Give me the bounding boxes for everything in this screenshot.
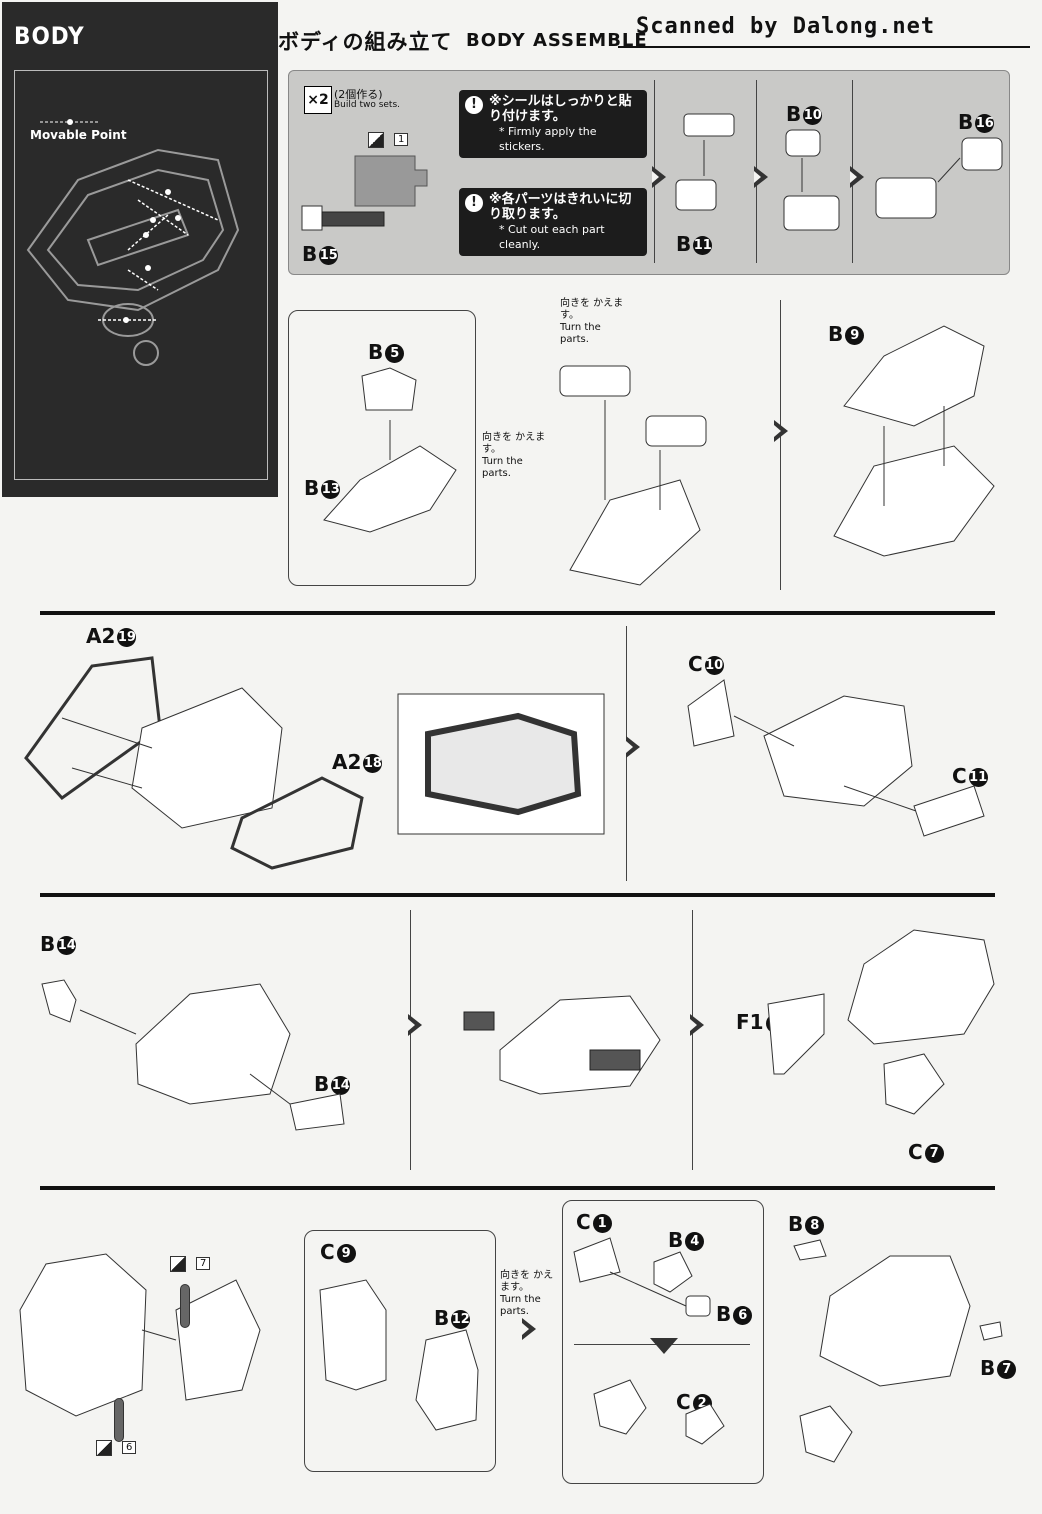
section-title-en: BODY ASSEMBLE xyxy=(466,30,648,51)
step5-parts-box xyxy=(562,1200,764,1484)
next-arrow-icon xyxy=(652,166,666,188)
note-cut-parts: ! ※各パーツはきれいに切り取ります。 * Cut out each part … xyxy=(459,188,647,256)
warning-icon: ! xyxy=(465,194,483,212)
sticker-strip xyxy=(114,1398,124,1442)
part-c2-drawing xyxy=(593,1379,725,1445)
sticker-number: 1 xyxy=(394,133,409,146)
section-rule xyxy=(40,611,995,615)
part-b10-assembly xyxy=(783,129,840,231)
step5-subbox xyxy=(304,1230,496,1472)
step2-assembly-drawing xyxy=(559,365,707,586)
part-b15-drawing xyxy=(301,205,385,231)
turn-note: 向きを かえます。Turn the parts. xyxy=(500,1270,554,1317)
part-b13-drawing xyxy=(323,420,457,533)
next-arrow-icon xyxy=(774,420,788,442)
next-arrow-icon xyxy=(690,1014,704,1036)
movable-point-legend-icon xyxy=(40,119,100,125)
step5-body-assembly xyxy=(19,1253,261,1417)
next-arrow-icon xyxy=(754,166,768,188)
multiplier-en: Build two sets. xyxy=(334,100,401,110)
part-b9-assembly xyxy=(833,325,995,557)
multiplier-badge: ×2 xyxy=(304,86,332,114)
sidebar-title: BODY xyxy=(14,22,85,50)
sticker-shape xyxy=(354,155,428,207)
multiplier-jp: (2個作る) xyxy=(334,88,383,101)
movable-point-diagram xyxy=(14,70,268,480)
step4-side-assembly xyxy=(41,979,345,1131)
part-c9-b12-drawing xyxy=(319,1279,479,1431)
sticker-number-7: 7 xyxy=(196,1257,211,1270)
step5-final-assembly xyxy=(793,1239,1003,1463)
step4-rotated-assembly xyxy=(463,995,661,1095)
next-arrow-icon xyxy=(626,736,640,758)
divider xyxy=(692,910,693,1170)
divider xyxy=(410,910,411,1170)
down-arrow-icon xyxy=(650,1338,678,1354)
body-frame-illustration xyxy=(26,148,240,366)
part-b5-drawing xyxy=(361,367,417,411)
sticker-icon xyxy=(368,132,384,148)
next-arrow-icon xyxy=(522,1318,536,1340)
sticker-icon xyxy=(170,1256,186,1272)
scan-watermark: Scanned by Dalong.net xyxy=(636,14,936,39)
section-rule xyxy=(40,1186,995,1190)
part-c1-b4-b6-drawing xyxy=(573,1237,711,1317)
movable-point-label: Movable Point xyxy=(30,128,127,142)
turn-note: 向きを かえます。Turn the parts. xyxy=(560,298,624,345)
turn-note: 向きを かえます。Turn the parts. xyxy=(482,432,546,479)
next-arrow-icon xyxy=(850,166,864,188)
step3-cover-assembly xyxy=(687,679,985,837)
header-rule xyxy=(618,46,1030,48)
step4-final-assembly xyxy=(767,929,995,1115)
sticker-icon xyxy=(96,1440,112,1456)
part-b11-assembly xyxy=(675,113,735,211)
note-stickers: ! ※シールはしっかりと貼り付けます。 * Firmly apply the s… xyxy=(459,90,647,158)
warning-icon: ! xyxy=(465,96,483,114)
next-arrow-icon xyxy=(408,1014,422,1036)
step3-inset-view xyxy=(397,693,605,835)
part-b16-assembly xyxy=(875,137,1003,219)
section-title-jp: ボディの組み立て xyxy=(278,30,453,54)
divider xyxy=(780,300,781,590)
sticker-number-6: 6 xyxy=(122,1441,137,1454)
sticker-strip xyxy=(180,1284,190,1328)
section-rule xyxy=(40,893,995,897)
step2-subbox xyxy=(288,310,476,586)
step3-frame-assembly xyxy=(24,656,364,870)
